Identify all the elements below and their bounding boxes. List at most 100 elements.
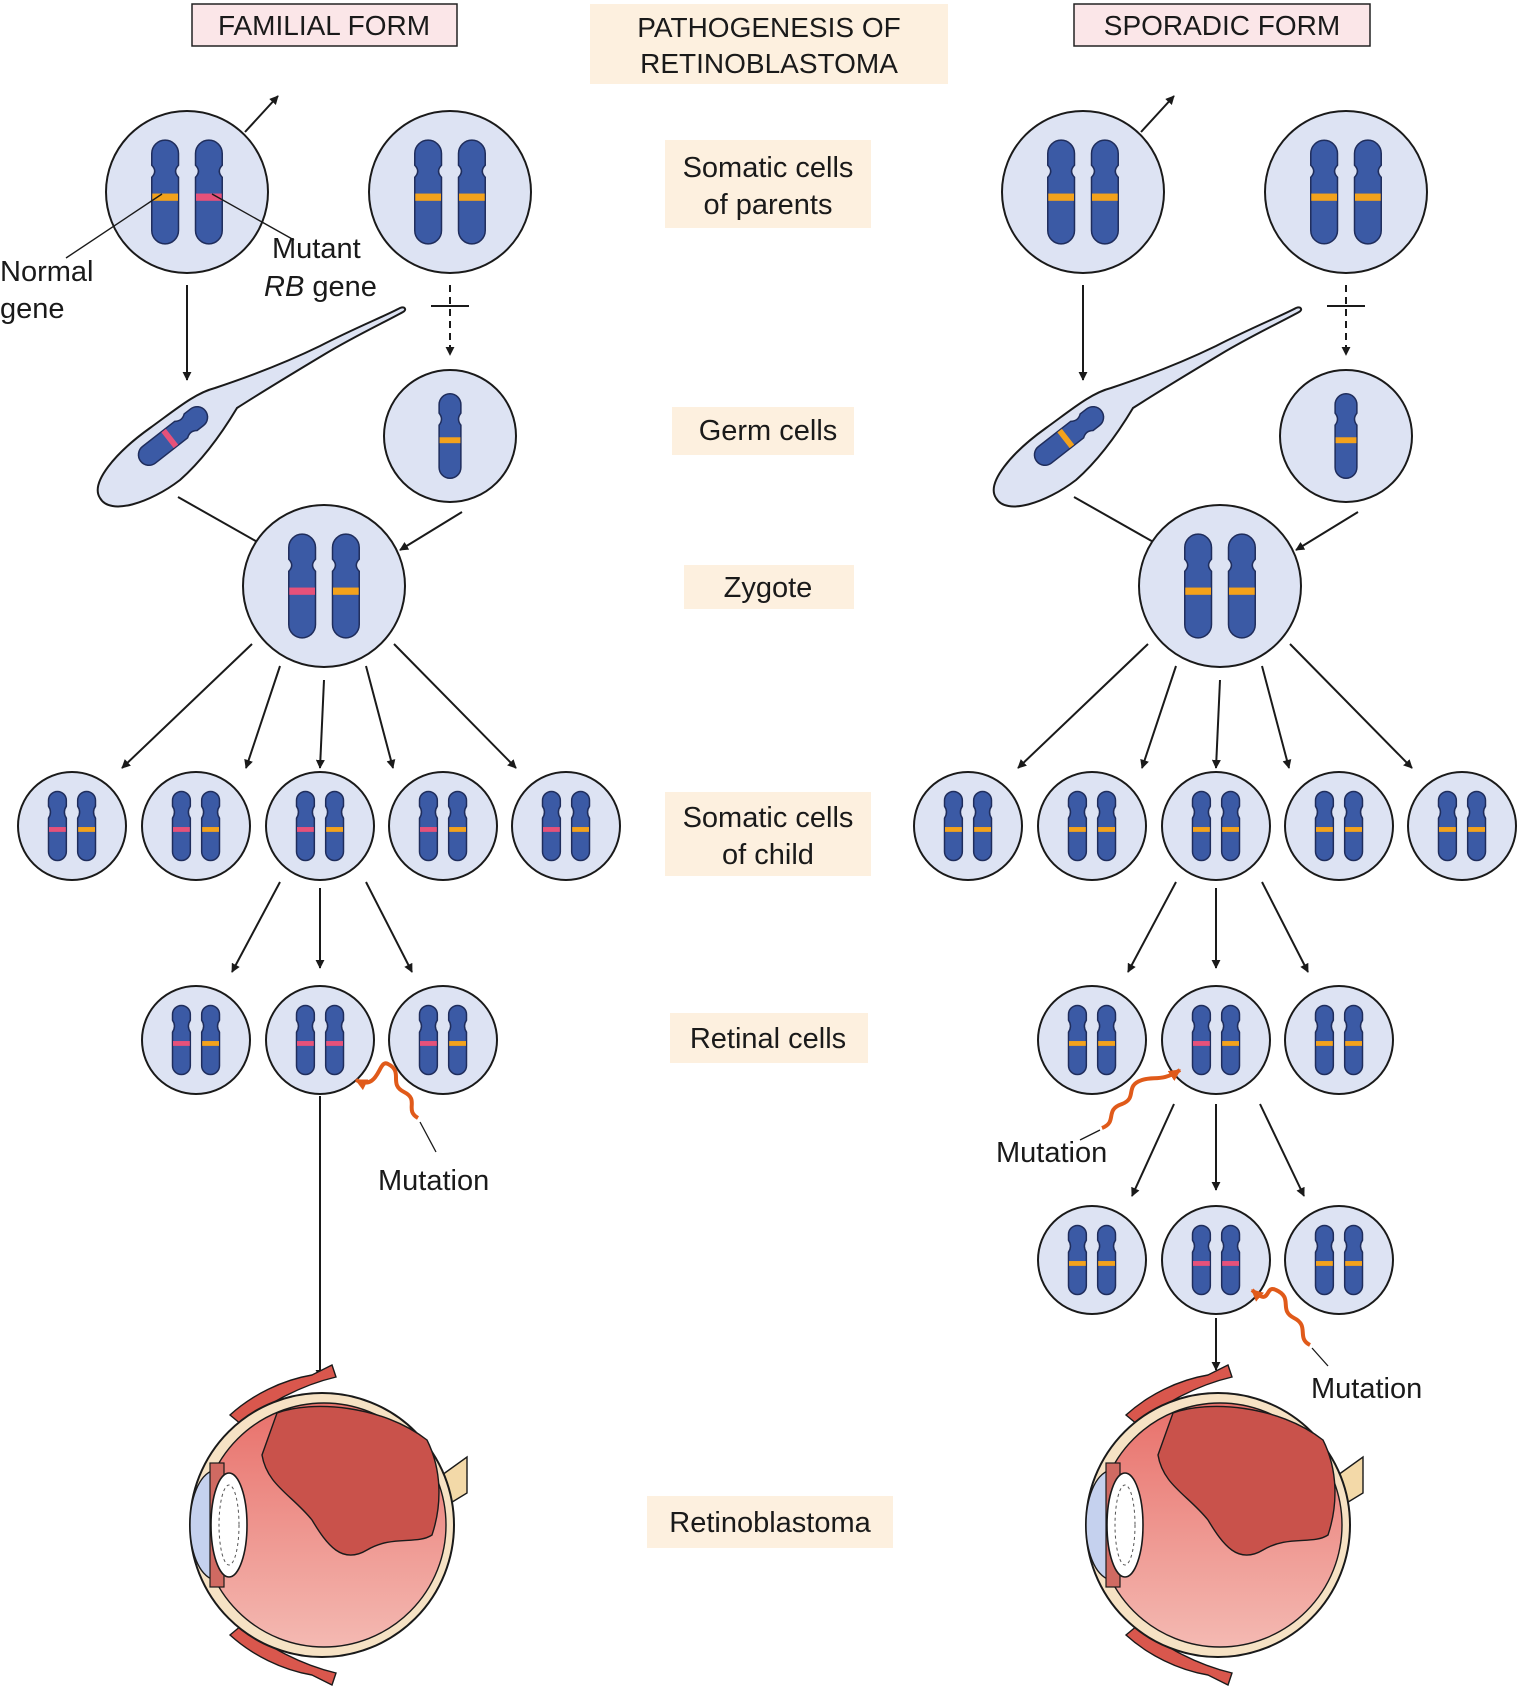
sporadic-zygote-cell [1138, 504, 1302, 668]
mutation-arrow-sporadic-1 [1101, 1068, 1182, 1130]
sporadic-retinal-cell-2 [1161, 985, 1271, 1095]
mutant-gene-band [289, 587, 315, 595]
normal-gene-annotation: Normal gene [0, 193, 163, 325]
main-title-line2: RETINOBLASTOMA [640, 48, 898, 79]
cell-membrane [1407, 771, 1517, 881]
sperm-body [96, 306, 407, 508]
chromosome [1090, 139, 1119, 245]
label-mutant-gene: gene [304, 271, 377, 303]
familial-retinal-cell-2 [265, 985, 375, 1095]
main-title-box: PATHOGENESIS OF RETINOBLASTOMA [590, 4, 948, 84]
chromosome [1314, 790, 1335, 862]
sporadic-somatic-child-cell-4 [1284, 771, 1394, 881]
stage-label-germ: Germ cells [672, 407, 854, 455]
normal-gene-band [1069, 827, 1086, 832]
chromosome [418, 790, 439, 862]
sporadic-zygote-to-somatic-arrow-5 [1289, 643, 1413, 769]
normal-gene-band [974, 827, 991, 832]
label-mutation-sporadic-1: Mutation [996, 1137, 1107, 1169]
normal-gene-band [945, 827, 962, 832]
stage-somatic-child-line2: of child [722, 839, 814, 871]
chromosome [1191, 1224, 1212, 1296]
chromosome [1096, 790, 1117, 862]
sperm-body [992, 306, 1303, 508]
sporadic-zygote-to-somatic-arrow-2 [1140, 665, 1177, 769]
normal-gene-band [1311, 193, 1337, 201]
familial-parent-mother-cell [368, 110, 532, 274]
chromosome [1220, 1004, 1241, 1076]
cell-membrane [388, 985, 498, 1095]
sporadic-zygote-to-somatic-arrow-4 [1261, 665, 1292, 769]
sporadic-title: SPORADIC FORM [1104, 10, 1340, 41]
mutant-gene-band [1222, 1261, 1239, 1266]
sporadic-subretinal-cell-3 [1284, 1205, 1394, 1315]
mutation-arrow-familial [354, 1061, 420, 1120]
chromosome [1466, 790, 1487, 862]
mutant-gene-band [173, 1041, 190, 1046]
normal-gene-band [1193, 827, 1210, 832]
familial-egg-cell [383, 369, 517, 503]
chromosome [200, 790, 221, 862]
chromosome [414, 139, 443, 245]
normal-gene-band [78, 827, 95, 832]
cell-membrane [1037, 771, 1147, 881]
lens-nucleus [218, 1484, 240, 1566]
familial-egg-to-zygote-arrow [399, 511, 463, 551]
stage-zygote: Zygote [724, 572, 813, 604]
normal-gene-band [1185, 587, 1211, 595]
normal-gene-band [202, 1041, 219, 1046]
sporadic-retinal-to-subretinal-arrow-1 [1131, 1103, 1175, 1197]
chromosome [295, 790, 316, 862]
lens [210, 1472, 248, 1578]
sporadic-retinal-cell-3 [1284, 985, 1394, 1095]
cell-membrane [1001, 110, 1165, 274]
cell-membrane [265, 771, 375, 881]
familial-somatic-child-cell-2 [141, 771, 251, 881]
normal-gene-band [1057, 428, 1075, 449]
stage-label-somatic-child: Somatic cells of child [665, 792, 871, 876]
normal-gene-band [1092, 193, 1118, 201]
normal-gene-band [449, 1041, 466, 1046]
mutant-gene-band [1193, 1261, 1210, 1266]
chromosome [1343, 790, 1364, 862]
sporadic-zygote-to-somatic-arrow-3 [1211, 679, 1221, 769]
mutation-annotation-familial: Mutation [354, 1061, 489, 1197]
cells [17, 110, 1517, 1315]
cell-membrane [913, 771, 1023, 881]
mutant-gene-band [326, 1041, 343, 1046]
chromosome [194, 139, 223, 245]
normal-gene-band [326, 827, 343, 832]
mutant-gene-annotation: Mutant RB gene [211, 193, 377, 303]
mutation-arrow-sporadic-2 [1250, 1287, 1312, 1347]
familial-title-box: FAMILIAL FORM [191, 3, 458, 47]
familial-title: FAMILIAL FORM [218, 10, 430, 41]
chromosome [1334, 393, 1358, 479]
cell-membrane [242, 504, 406, 668]
chromosome [541, 790, 562, 862]
cell-membrane [1161, 985, 1271, 1095]
main-title-line1: PATHOGENESIS OF [637, 12, 900, 43]
chromosome [171, 790, 192, 862]
familial-retinal-cell-3 [388, 985, 498, 1095]
sporadic-somatic-child-cell-5 [1407, 771, 1517, 881]
mutant-gene-band [161, 428, 179, 449]
normal-gene-band [1098, 827, 1115, 832]
normal-gene-band [1316, 1041, 1333, 1046]
lens-nucleus [1114, 1484, 1136, 1566]
familial-somatic-child-cell-3 [265, 771, 375, 881]
label-normal-line1: Normal [0, 256, 93, 288]
normal-gene-band [1345, 1041, 1362, 1046]
sporadic-zygote-to-somatic-arrow-1 [1017, 643, 1149, 769]
chromosome [418, 1004, 439, 1076]
sporadic-parent-father-cell [1001, 110, 1165, 274]
familial-eye-retinoblastoma [189, 1364, 468, 1686]
chromosome [1227, 533, 1256, 639]
familial-somatic-to-retinal-arrow-1 [231, 881, 281, 973]
chromosome [1314, 1004, 1335, 1076]
chromosome [457, 139, 486, 245]
chromosome [1067, 790, 1088, 862]
chromosome [295, 1004, 316, 1076]
mutant-gene-band [543, 827, 560, 832]
cell-membrane [265, 985, 375, 1095]
